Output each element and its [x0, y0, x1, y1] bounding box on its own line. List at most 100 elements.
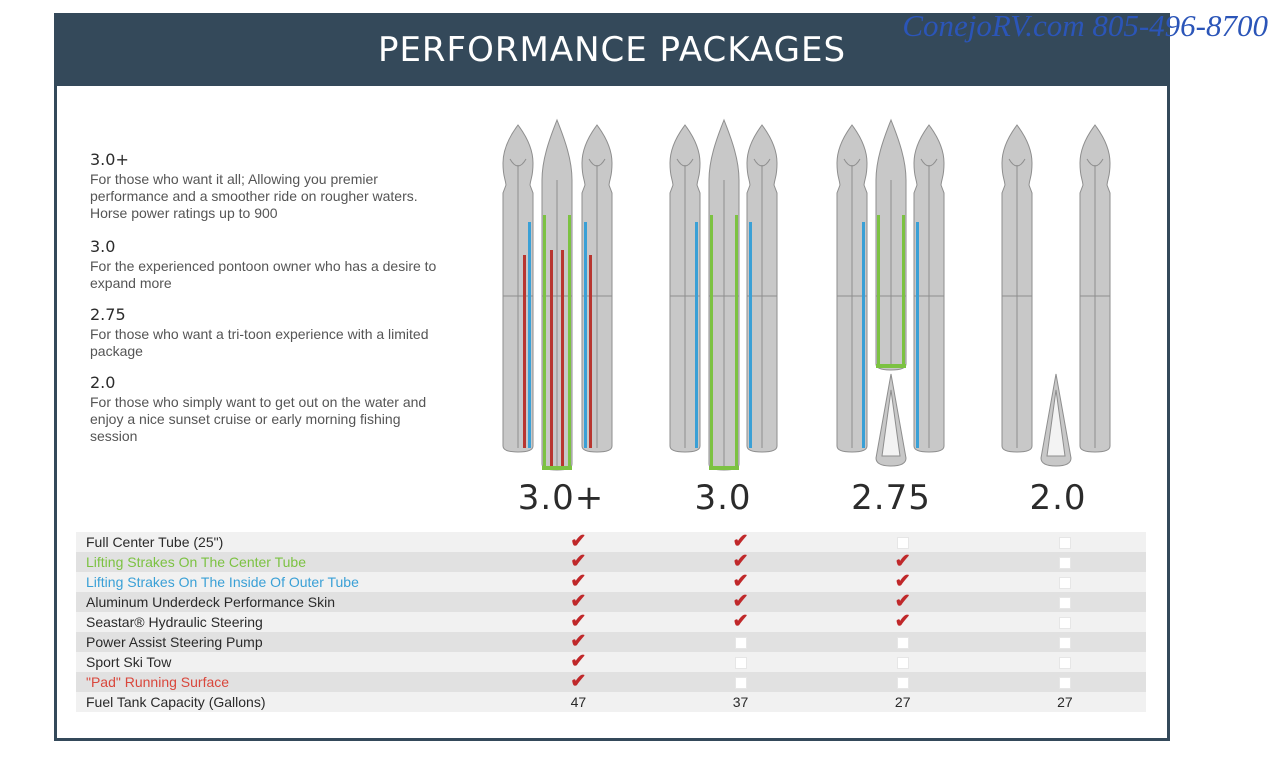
checkmark-icon: ✔ — [894, 591, 911, 612]
package-description-title: 3.0+ — [90, 150, 129, 169]
package-label-2-0: 2.0 — [1029, 478, 1087, 518]
checkmark-icon: ✔ — [570, 591, 587, 612]
lifting-strake — [589, 255, 592, 448]
empty-box-icon — [1058, 557, 1071, 570]
checkmark-icon: ✔ — [894, 571, 911, 592]
nose-cone-line — [843, 158, 861, 167]
empty-cell — [983, 652, 1146, 672]
empty-cell — [983, 632, 1146, 652]
lifting-strake — [902, 215, 905, 366]
package-description-title: 3.0 — [90, 237, 116, 256]
check-cell: ✔ — [821, 612, 984, 632]
table-row: Full Center Tube (25") ✔ ✔ — [76, 532, 1146, 552]
feature-name: Sport Ski Tow — [76, 652, 498, 672]
feature-name: Lifting Strakes On The Center Tube — [76, 552, 498, 572]
feature-name: Full Center Tube (25") — [76, 532, 498, 552]
empty-box-icon — [896, 677, 909, 690]
fuel-capacity-value: 27 — [983, 692, 1146, 712]
check-cell: ✔ — [659, 592, 822, 612]
package-label-3-0-plus: 3.0+ — [517, 478, 605, 518]
empty-cell — [983, 532, 1146, 552]
check-cell: ✔ — [497, 631, 660, 652]
empty-cell — [821, 672, 984, 692]
check-cell: ✔ — [497, 531, 660, 552]
checkmark-icon: ✔ — [570, 551, 587, 572]
feature-name: "Pad" Running Surface — [76, 672, 498, 692]
nose-cone-line — [588, 158, 606, 167]
checkmark-icon: ✔ — [732, 571, 749, 592]
checkmark-icon: ✔ — [570, 631, 587, 652]
checkmark-icon: ✔ — [570, 611, 587, 632]
package-description-3-0: 3.0 For the experienced pontoon owner wh… — [90, 237, 445, 292]
center-tube-tail-inner — [881, 389, 901, 457]
lifting-strake — [550, 250, 553, 466]
lifting-strake — [862, 222, 865, 448]
package-description-text: For those who want it all; Allowing you … — [90, 171, 418, 221]
empty-box-icon — [734, 677, 747, 690]
table-row: Lifting Strakes On The Center Tube✔✔✔ — [76, 552, 1146, 572]
check-cell: ✔ — [497, 551, 660, 572]
table-row: Fuel Tank Capacity (Gallons)47 37 27 27 — [76, 692, 1146, 712]
feature-name: Lifting Strakes On The Inside Of Outer T… — [76, 572, 498, 592]
fuel-capacity-number: 37 — [732, 694, 749, 710]
feature-name: Fuel Tank Capacity (Gallons) — [76, 692, 498, 712]
empty-cell — [983, 572, 1146, 592]
table-row: Aluminum Underdeck Performance Skin✔✔✔ — [76, 592, 1146, 612]
empty-cell — [983, 552, 1146, 572]
empty-box-icon — [734, 637, 747, 650]
center-tube-tail-inner — [1046, 389, 1066, 457]
lifting-strake — [561, 250, 564, 466]
empty-cell — [983, 592, 1146, 612]
check-cell: ✔ — [497, 672, 660, 692]
empty-box-icon — [1058, 617, 1071, 630]
fuel-capacity-number: 27 — [894, 694, 911, 710]
table-row: Lifting Strakes On The Inside Of Outer T… — [76, 572, 1146, 592]
empty-box-icon — [1058, 677, 1071, 690]
package-description-2-75: 2.75 For those who want a tri-toon exper… — [90, 305, 445, 360]
check-cell: ✔ — [497, 611, 660, 632]
package-description-3-0-plus: 3.0+ For those who want it all; Allowing… — [90, 150, 445, 222]
lifting-strake — [695, 222, 698, 448]
lifting-strake — [735, 215, 738, 466]
check-cell: ✔ — [659, 552, 822, 572]
check-cell: ✔ — [659, 571, 822, 592]
table-row: Power Assist Steering Pump ✔ — [76, 632, 1146, 652]
check-cell: ✔ — [821, 552, 984, 572]
check-cell: ✔ — [821, 571, 984, 592]
nose-cone-line — [1008, 158, 1026, 167]
feature-name: Power Assist Steering Pump — [76, 632, 498, 652]
center-strake-base — [542, 466, 572, 470]
fuel-capacity-value: 47 — [497, 692, 660, 712]
empty-cell — [821, 652, 984, 672]
lifting-strake — [543, 215, 546, 466]
nose-cone-line — [1086, 158, 1104, 167]
empty-box-icon — [1058, 657, 1071, 670]
check-cell: ✔ — [497, 591, 660, 612]
lifting-strake — [916, 222, 919, 448]
package-description-text: For the experienced pontoon owner who ha… — [90, 258, 437, 291]
center-strake-base — [876, 364, 906, 368]
fuel-capacity-value: 37 — [659, 692, 822, 712]
check-cell: ✔ — [821, 591, 984, 612]
table-row: Seastar® Hydraulic Steering✔✔✔ — [76, 612, 1146, 632]
table-row: "Pad" Running Surface✔ — [76, 672, 1146, 692]
lifting-strake — [523, 255, 526, 448]
nose-cone-line — [509, 158, 527, 167]
empty-box-icon — [1058, 537, 1071, 550]
fuel-capacity-number: 27 — [1057, 694, 1073, 710]
center-strake-base — [709, 466, 739, 470]
nose-cone-line — [676, 158, 694, 167]
checkmark-icon: ✔ — [570, 651, 587, 672]
package-description-2-0: 2.0 For those who simply want to get out… — [90, 373, 445, 445]
check-cell: ✔ — [497, 651, 660, 672]
empty-box-icon — [896, 657, 909, 670]
empty-cell — [821, 632, 984, 652]
check-cell: ✔ — [659, 532, 822, 552]
lifting-strake — [584, 222, 587, 448]
checkmark-icon: ✔ — [570, 531, 587, 552]
fuel-capacity-value: 27 — [821, 692, 984, 712]
lifting-strake — [749, 222, 752, 448]
package-description-text: For those who want a tri-toon experience… — [90, 326, 429, 359]
nose-cone-line — [753, 158, 771, 167]
